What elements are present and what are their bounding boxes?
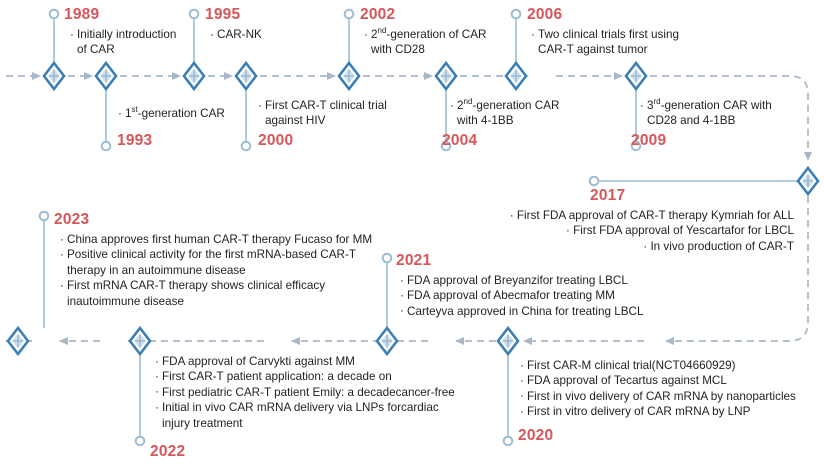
ordinal-suffix: nd — [463, 97, 473, 107]
year-label-2009: 2009 — [631, 132, 667, 149]
event-line: of CAR — [77, 43, 115, 57]
event-block-2021: FDA approval of Breyanzifor treating LBC… — [400, 272, 643, 319]
event-block-1993: 1st-generation CAR — [118, 105, 225, 121]
event-line: Two clinical trials first using — [531, 26, 679, 42]
event-line: First pediatric CAR-T patient Emily: a d… — [155, 384, 455, 400]
event-line: Initial in vivo CAR mRNA delivery via LN… — [155, 400, 455, 416]
year-label-2002: 2002 — [360, 6, 396, 23]
event-line: therapy in an autoimmune disease — [67, 263, 246, 277]
event-line: In vivo production of CAR-T — [404, 239, 794, 254]
event-line: First in vivo delivery of CAR mRNA by na… — [520, 388, 796, 404]
year-label-2021: 2021 — [396, 252, 432, 269]
event-line: Positive clinical activity for the first… — [60, 247, 372, 263]
event-line-text: -generation of CAR — [386, 28, 487, 41]
event-line: 3rd-generation CAR with — [640, 97, 772, 113]
ordinal-suffix: nd — [377, 26, 387, 36]
event-block-2017: First FDA approval of CAR-T therapy Kymr… — [404, 208, 794, 254]
event-line: First FDA approval of Yescartafor for LB… — [404, 223, 794, 238]
event-line: First CAR-T patient application: a decad… — [155, 369, 455, 385]
event-block-1995: CAR-NK — [210, 26, 262, 42]
year-label-2017: 2017 — [590, 187, 626, 204]
year-label-2022: 2022 — [150, 443, 186, 460]
event-line: CAR-T against tumor — [538, 43, 648, 57]
event-line: FDA approval of Breyanzifor treating LBC… — [400, 272, 643, 288]
event-line-text: -generation CAR — [137, 107, 225, 120]
event-block-2004: 2nd-generation CAR with 4-1BB — [450, 97, 560, 129]
event-line: China approves first human CAR-T therapy… — [60, 231, 372, 247]
event-line: against HIV — [265, 114, 326, 128]
event-line: 2nd-generation CAR — [450, 97, 560, 113]
event-line: FDA approval of Carvykti against MM — [155, 353, 455, 369]
event-line: with CD28 — [371, 43, 425, 57]
year-label-1995: 1995 — [205, 6, 241, 23]
event-line: CAR-NK — [210, 26, 262, 42]
event-line: FDA approval of Tecartus against MCL — [520, 373, 796, 389]
event-block-1989: Initially introduction of CAR — [70, 26, 176, 58]
year-label-2004: 2004 — [442, 132, 478, 149]
event-line: with 4-1BB — [457, 114, 514, 128]
event-line-text: -generation CAR with — [660, 99, 772, 112]
year-label-2000: 2000 — [258, 132, 294, 149]
event-line: FDA approval of Abecmafor treating MM — [400, 288, 643, 304]
event-line: inautoimmune disease — [67, 294, 184, 308]
year-label-2020: 2020 — [518, 427, 554, 444]
year-label-2023: 2023 — [54, 211, 90, 228]
event-line: Carteyva approved in China for treating … — [400, 303, 643, 319]
event-line: injury treatment — [162, 416, 243, 430]
event-line: CD28 and 4-1BB — [647, 114, 736, 128]
event-block-2022: FDA approval of Carvykti against MM Firs… — [155, 353, 455, 431]
year-label-1989: 1989 — [64, 6, 100, 23]
event-line: 2nd-generation of CAR — [364, 26, 487, 42]
ordinal-suffix: rd — [653, 97, 661, 107]
event-line: 1st-generation CAR — [118, 105, 225, 121]
event-block-2006: Two clinical trials first using CAR-T ag… — [531, 26, 679, 58]
event-line-text: -generation CAR — [472, 99, 560, 112]
event-block-2000: First CAR-T clinical trial against HIV — [258, 97, 387, 129]
event-line: First CAR-T clinical trial — [258, 97, 387, 113]
event-line: First mRNA CAR-T therapy shows clinical … — [60, 278, 372, 294]
event-line: First FDA approval of CAR-T therapy Kymr… — [404, 208, 794, 223]
event-block-2020: First CAR-M clinical trial(NCT04660929) … — [520, 357, 796, 420]
event-block-2009: 3rd-generation CAR with CD28 and 4-1BB — [640, 97, 772, 129]
ordinal-suffix: st — [131, 105, 138, 115]
year-label-2006: 2006 — [527, 6, 563, 23]
year-label-1993: 1993 — [117, 132, 153, 149]
event-block-2023: China approves first human CAR-T therapy… — [60, 231, 372, 309]
event-line: First CAR-M clinical trial(NCT04660929) — [520, 357, 796, 373]
event-line: First in vitro delivery of CAR mRNA by L… — [520, 404, 796, 420]
event-block-2002: 2nd-generation of CAR with CD28 — [364, 26, 487, 58]
event-line: Initially introduction — [70, 26, 176, 42]
